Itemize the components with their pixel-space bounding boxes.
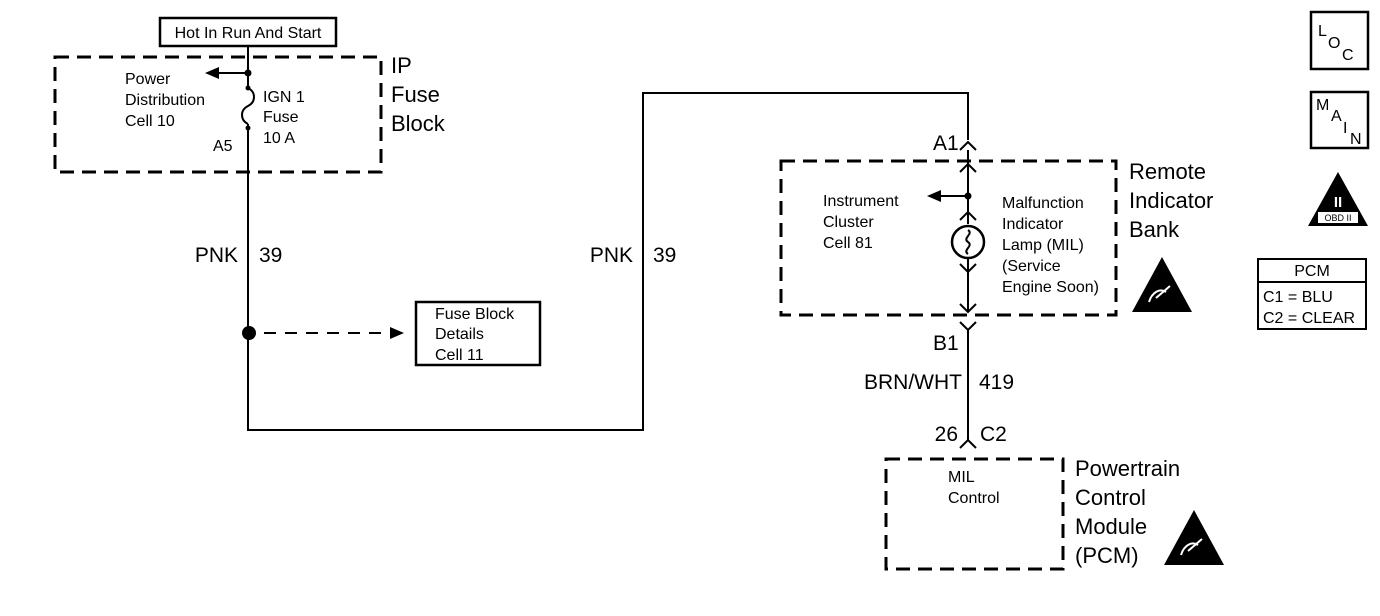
connector-b1: [959, 321, 977, 332]
lamp-lead-bottom: [959, 258, 977, 274]
fuse-block-details-3: Cell 11: [435, 347, 484, 364]
left-wire-color: PNK: [195, 244, 238, 267]
fuse-block-details-arrow: [390, 327, 404, 339]
pcm-label-3: Module: [1075, 514, 1147, 539]
pin-a5: A5: [213, 138, 233, 155]
esd-warning-icon: [1132, 257, 1192, 312]
internal-connector-bottom: [959, 303, 977, 314]
pcm-table-row1: C1 = BLU: [1263, 289, 1333, 306]
lamp-lead-top: [959, 210, 977, 224]
remote-indicator-label-3: Bank: [1129, 217, 1180, 242]
pin-b1: B1: [933, 332, 959, 355]
esd-warning-icon: [1164, 510, 1224, 565]
svg-text:M: M: [1316, 97, 1329, 114]
pcm-connector: C2: [980, 423, 1007, 446]
svg-text:A: A: [1331, 108, 1342, 125]
mil-label-2: Indicator: [1002, 216, 1064, 233]
connector-pcm: [959, 438, 977, 449]
pcm-label-1: Powertrain: [1075, 456, 1180, 481]
svg-text:I: I: [1343, 120, 1347, 137]
fuse-label-2: Fuse: [263, 109, 299, 126]
cluster-arrow: [927, 190, 941, 202]
internal-connector-top: [959, 162, 977, 173]
splice-point: [242, 326, 256, 340]
mil-control-1: MIL: [948, 469, 975, 486]
svg-text:N: N: [1350, 131, 1362, 148]
fuse-symbol: [241, 87, 255, 125]
remote-indicator-label-1: Remote: [1129, 159, 1206, 184]
main-icon: M A I N: [1309, 90, 1370, 150]
mil-label-1: Malfunction: [1002, 195, 1084, 212]
pcm-label-2: Control: [1075, 485, 1146, 510]
svg-text:L: L: [1318, 23, 1327, 40]
obd-ii-icon: II OBD II: [1308, 172, 1368, 226]
power-dist-label-2: Distribution: [125, 92, 205, 109]
pcm-label-4: (PCM): [1075, 543, 1139, 568]
mil-label-5: Engine Soon): [1002, 279, 1099, 296]
power-dist-label-1: Power: [125, 71, 171, 88]
fuse-label-1: IGN 1: [263, 89, 305, 106]
ip-fuse-block-label-3: Block: [391, 111, 446, 136]
svg-text:OBD II: OBD II: [1324, 213, 1351, 223]
loc-icon: L O C: [1309, 10, 1370, 71]
pcm-table-row2: C2 = CLEAR: [1263, 310, 1355, 327]
ip-fuse-block-label-2: Fuse: [391, 82, 440, 107]
pcm-boundary: [884, 457, 1065, 571]
mil-control-2: Control: [948, 490, 1000, 507]
remote-indicator-boundary: [779, 159, 1118, 317]
pcm-connector-table: PCM C1 = BLU C2 = CLEAR: [1257, 258, 1367, 330]
fuse-label-3: 10 A: [263, 130, 295, 147]
mid-wire-color: PNK: [590, 244, 633, 267]
lamp-filament: [965, 229, 971, 255]
ip-fuse-block-label-1: IP: [391, 53, 412, 78]
power-dist-label-3: Cell 10: [125, 113, 175, 130]
power-dist-arrow: [205, 67, 219, 79]
svg-text:O: O: [1328, 35, 1340, 52]
svg-text:II: II: [1334, 194, 1342, 211]
left-wire-circuit: 39: [259, 244, 282, 267]
ip-fuse-block-boundary: [53, 55, 383, 174]
hot-label: Hot In Run And Start: [175, 25, 322, 42]
pin-a1: A1: [933, 132, 959, 155]
fuse-block-details-box: [414, 300, 542, 367]
lower-wire-circuit: 419: [979, 371, 1014, 394]
fuse-end-top: [245, 85, 251, 91]
mil-label-3: Lamp (MIL): [1002, 237, 1084, 254]
cluster-label-1: Instrument: [823, 193, 899, 210]
pcm-pin-number: 26: [935, 423, 958, 446]
remote-indicator-label-2: Indicator: [1129, 188, 1213, 213]
fuse-block-details-2: Details: [435, 326, 484, 343]
mil-label-4: (Service: [1002, 258, 1061, 275]
pcm-table-title: PCM: [1294, 263, 1330, 280]
fuse-block-details-1: Fuse Block: [435, 306, 515, 323]
mid-wire-circuit: 39: [653, 244, 676, 267]
cluster-label-3: Cell 81: [823, 235, 873, 252]
lower-wire-color: BRN/WHT: [864, 371, 962, 394]
cluster-label-2: Cluster: [823, 214, 874, 231]
svg-text:C: C: [1342, 47, 1354, 64]
connector-a1: [959, 140, 977, 151]
pnk-39-wire: [247, 92, 969, 431]
